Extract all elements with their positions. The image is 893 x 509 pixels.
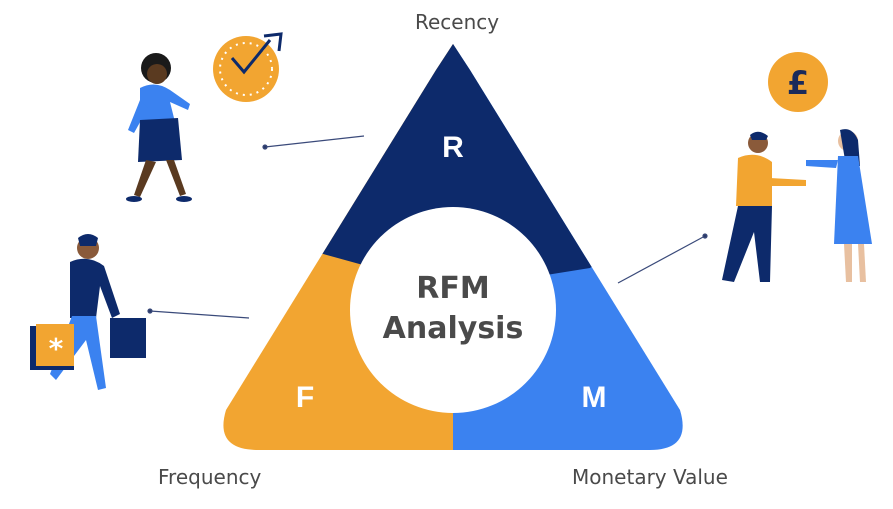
connector-dot-monetary bbox=[702, 233, 708, 239]
recency-label: Recency bbox=[415, 10, 500, 34]
segment-letter-f: F bbox=[296, 381, 314, 414]
connector-recency bbox=[264, 135, 365, 148]
segment-letter-r: R bbox=[442, 131, 464, 164]
shopper-illustration: * bbox=[30, 234, 146, 390]
frequency-label: Frequency bbox=[158, 465, 262, 489]
payment-exchange-illustration bbox=[722, 129, 872, 282]
center-circle bbox=[350, 207, 556, 413]
center-title-line2: Analysis bbox=[383, 311, 524, 346]
connector-dot-recency bbox=[262, 144, 268, 150]
clock-icon bbox=[213, 32, 283, 102]
svg-text:*: * bbox=[49, 332, 64, 365]
connector-dot-frequency bbox=[147, 308, 153, 314]
connector-monetary bbox=[617, 235, 706, 284]
monetary-value-label: Monetary Value bbox=[572, 465, 728, 489]
segment-letter-m: M bbox=[582, 381, 607, 414]
pound-coin-icon: £ bbox=[768, 52, 828, 112]
center-title-line1: RFM bbox=[416, 271, 489, 306]
svg-text:£: £ bbox=[787, 64, 809, 102]
connector-frequency bbox=[149, 310, 250, 319]
walking-woman-illustration bbox=[126, 53, 192, 202]
